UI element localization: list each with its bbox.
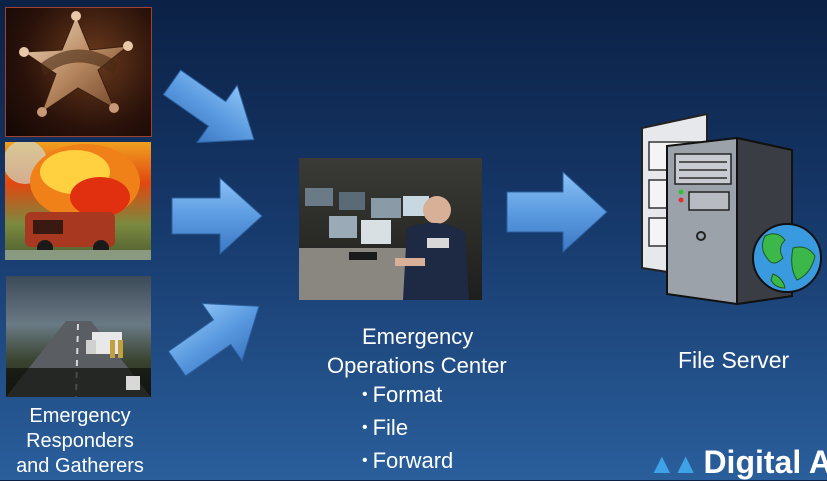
responders-caption: Emergency Responders and Gatherers — [0, 404, 160, 479]
responders-caption-line1: Emergency — [29, 405, 131, 427]
responders-caption-line2: Responders — [26, 430, 134, 452]
ambulance-road-photo — [6, 276, 151, 397]
arrow-from-ambulance — [167, 302, 260, 377]
digital-logo: ▲▲Digital A — [648, 444, 827, 481]
operations-center-title: Emergency Operations Center — [300, 322, 550, 380]
file-server-icon — [641, 112, 822, 306]
sheriff-badge-photo — [5, 7, 152, 137]
operations-bullets: Format File Forward — [362, 380, 454, 479]
arrow-to-server — [506, 170, 608, 254]
arrow-from-vehicle — [171, 176, 263, 256]
bullet-item: Format — [362, 380, 453, 413]
logo-text: Digital A — [703, 444, 827, 480]
bullet-item: File — [362, 413, 453, 446]
responders-caption-line3: and Gatherers — [16, 455, 144, 477]
bullet-item: Forward — [362, 446, 454, 479]
arrow-from-badge — [162, 69, 255, 144]
burning-vehicle-photo — [5, 142, 151, 260]
operations-center-title-line1: Emergency — [362, 324, 474, 349]
file-server-caption: File Server — [678, 347, 790, 373]
operations-center-photo — [299, 158, 482, 300]
logo-triangles-icon: ▲▲ — [648, 448, 699, 479]
operations-center-title-line2: Operations Center — [327, 353, 507, 378]
